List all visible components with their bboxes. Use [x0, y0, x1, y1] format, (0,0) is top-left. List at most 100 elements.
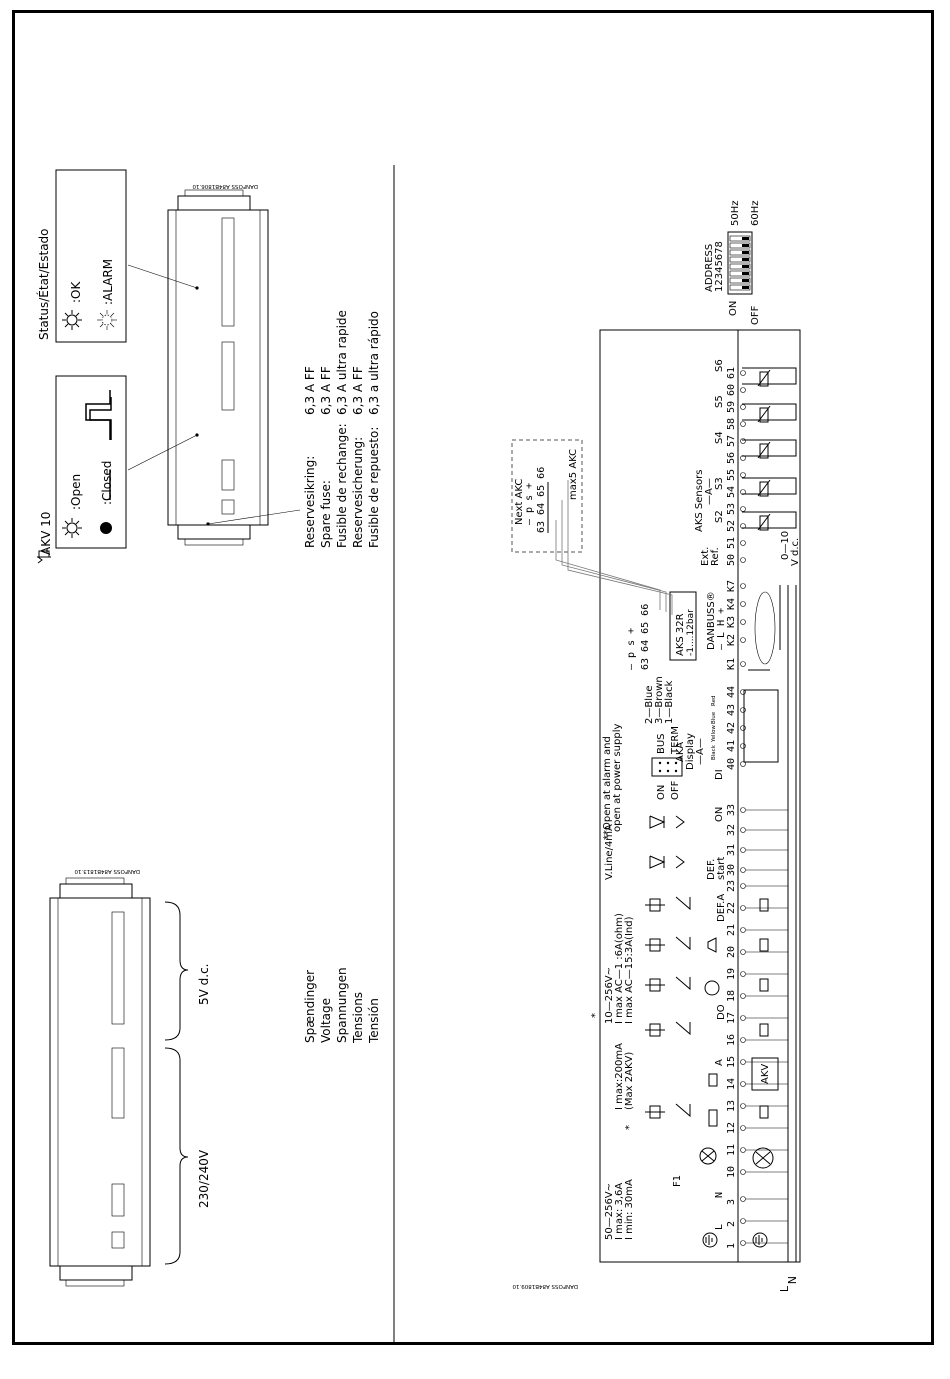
- svg-text:ON: ON: [714, 807, 725, 822]
- fuse-holder: [221, 499, 235, 515]
- terminal-number: 30: [726, 864, 737, 876]
- fuse-value-4: 6,3 a ultra rápido: [367, 311, 381, 415]
- terminals-right: K1 K2 K3 K4 K7 50 51 52 53 54 55 56 57 5…: [726, 367, 737, 670]
- terminal-screw: [740, 455, 746, 461]
- alarm-indicator-icon: [97, 310, 117, 330]
- valve-coil-icon: [708, 1073, 718, 1087]
- terminal-screw: [740, 949, 746, 955]
- controller-side-view: DANFOSS A84B1813.10 5V d.c. 230/240V: [49, 868, 211, 1287]
- svg-text:60: 60: [726, 384, 737, 396]
- terminal-number: 2: [726, 1221, 737, 1227]
- sensor-arrow: [757, 369, 771, 387]
- svg-text:*: *: [624, 1125, 635, 1130]
- svg-text:-1....12bar: -1....12bar: [686, 609, 696, 656]
- svg-text:—A—: —A—: [695, 738, 706, 765]
- svg-text:F1: F1: [672, 1175, 683, 1187]
- terminal-number: 22: [726, 902, 737, 914]
- svg-text:— p s +: — p s +: [626, 628, 637, 670]
- terminal-screw: [740, 370, 746, 376]
- fuse-info: Reservesikring: Spare fuse: Fusible de r…: [303, 310, 381, 548]
- label-5v: 5V d.c.: [197, 963, 211, 1005]
- svg-text:Ext.: Ext.: [700, 547, 711, 566]
- relay-load: [759, 898, 769, 912]
- svg-text:DEF.A: DEF.A: [716, 894, 727, 922]
- fuse-value-2: 6,3 A ultra rapide: [335, 310, 349, 415]
- sensor-resistor: [759, 515, 769, 531]
- fan-icon: [699, 1147, 717, 1165]
- dip-lever: [742, 244, 749, 247]
- svg-text:S2: S2: [714, 510, 725, 523]
- svg-text:start: start: [716, 857, 727, 880]
- status-title: Status/État/Estado: [36, 228, 51, 340]
- terminal-screw: [740, 1059, 746, 1065]
- terminal-screw: [740, 601, 746, 607]
- terminal-screw: [740, 993, 746, 999]
- n-rail-label: N: [786, 1276, 799, 1284]
- opto-transistor-icon: [675, 815, 685, 829]
- terminal-block-upper: [221, 217, 235, 327]
- terminal-number: 14: [726, 1078, 737, 1090]
- svg-text:3—Brown: 3—Brown: [654, 676, 665, 724]
- fuse-label-4: Fusible de repuesto:: [367, 427, 381, 548]
- svg-text:1—Black: 1—Black: [664, 680, 675, 724]
- terminal-block-low: [221, 459, 235, 491]
- alarm-label: :ALARM: [101, 259, 115, 305]
- bus-term-jumper: ON BUS OFF TERM: [651, 726, 683, 800]
- lamp-icon: [704, 980, 720, 996]
- terminal-number: 13: [726, 1100, 737, 1112]
- dip-on-label: ON: [728, 301, 739, 316]
- dip-lever: [742, 272, 749, 275]
- svg-text:Red: Red: [711, 696, 717, 706]
- dip-slot: [729, 256, 751, 263]
- relay-contact: [675, 1103, 691, 1118]
- svg-text:S3: S3: [714, 477, 725, 490]
- terminal-screw: [740, 1125, 746, 1131]
- voltage-word-3: Tensions: [351, 992, 365, 1044]
- svg-text:ON: ON: [656, 785, 667, 800]
- terminal-screw: [740, 637, 746, 643]
- svg-text:51: 51: [726, 537, 737, 549]
- label-230v: 230/240V: [197, 1149, 211, 1208]
- sensor-resistor: [759, 481, 769, 497]
- relay-load: [759, 978, 769, 992]
- terminal-number: 20: [726, 946, 737, 958]
- sensor-arrow: [757, 405, 771, 423]
- aka-label: AKA: [675, 742, 686, 762]
- sensor-resistor: [759, 371, 769, 387]
- svg-text:63 64 65 66: 63 64 65 66: [640, 604, 651, 670]
- wiring-diagram: N L DANFOSS A84B1809.10 ADDRESS 12345678…: [511, 201, 801, 1292]
- aka-display: AKA Display —A— Black Yellow Blue Red 40…: [675, 686, 779, 780]
- akv-valve-icon: [37, 550, 51, 564]
- opto-led-icon: [649, 815, 666, 829]
- dip-lever: [742, 251, 749, 254]
- relay-contact: [675, 896, 691, 911]
- terminal-screw: [740, 689, 746, 695]
- svg-text:52: 52: [726, 520, 737, 532]
- open-label: :Open: [69, 474, 83, 510]
- svg-text:K7: K7: [726, 580, 737, 592]
- dip-slot: [729, 270, 751, 277]
- terminal-screw: [740, 1218, 746, 1224]
- terminal-screw: [740, 883, 746, 889]
- svg-text:44: 44: [726, 686, 737, 698]
- danbuss: DANBUSS® — L H +: [706, 591, 776, 671]
- svg-text:*: *: [590, 1013, 601, 1018]
- address-dip-switch: ADDRESS 12345678 ON OFF 50Hz 60Hz: [704, 201, 761, 326]
- svg-text:A: A: [714, 1059, 725, 1066]
- fan-motor-icon: [752, 1147, 774, 1169]
- hz50-label: 50Hz: [730, 201, 741, 227]
- relay-contact: [675, 976, 691, 991]
- hz60-label: 60Hz: [750, 201, 761, 227]
- terminal-number: 21: [726, 924, 737, 936]
- next-akc: Next AKC — p s + 63 64 65 66 max5 AKC: [511, 439, 673, 615]
- svg-text:I max AC—1 :6A(ohm): I max AC—1 :6A(ohm): [614, 913, 625, 1024]
- dip-lever: [742, 237, 749, 240]
- svg-text:S6: S6: [714, 359, 725, 372]
- dip-lever: [742, 265, 749, 268]
- heater-icon: [708, 1109, 718, 1127]
- terminal-screw: [740, 927, 746, 933]
- sensor-arrow: [757, 479, 771, 497]
- voltage-word-0: Spændinger: [303, 970, 317, 1043]
- svg-text:L: L: [714, 1224, 725, 1230]
